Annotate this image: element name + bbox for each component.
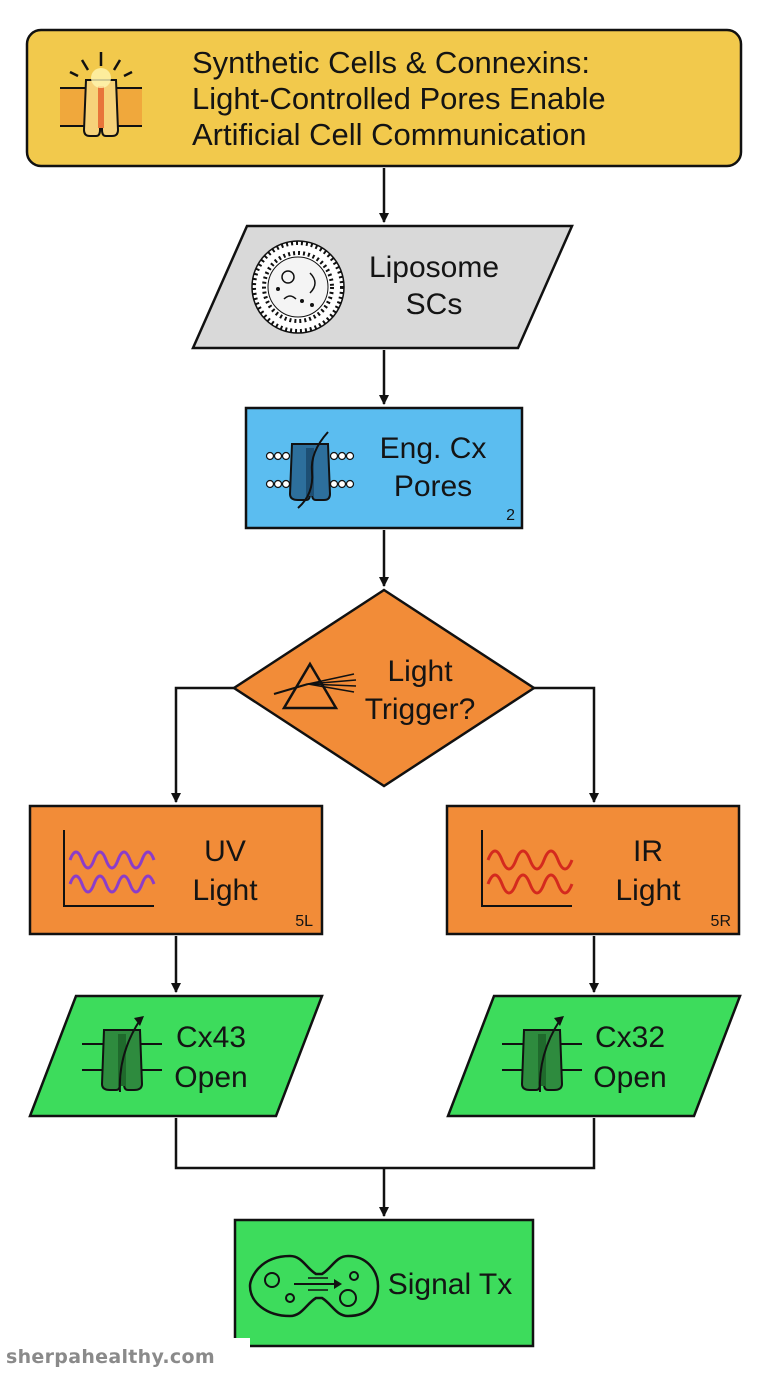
light-trigger-line-1: Light	[387, 655, 453, 688]
engcx-line-1: Eng. Cx	[380, 432, 487, 465]
ir-wave-icon	[481, 830, 574, 907]
cx32-open-shape	[446, 994, 742, 1118]
merge-line	[174, 1118, 596, 1170]
liposome-line-1: Liposome	[369, 251, 499, 284]
uv-wave-1	[68, 850, 156, 870]
cell-coupling-icon	[248, 1254, 380, 1318]
uv-light-line-2: Light	[192, 874, 258, 907]
uv-wave-icon	[63, 830, 156, 907]
engcx-box	[244, 406, 524, 530]
cx32-open-line-1: Cx32	[595, 1021, 665, 1054]
liposome-line-2: SCs	[406, 288, 463, 321]
liposome-shape	[191, 224, 574, 350]
open-channel-icon	[502, 1016, 582, 1093]
title-line-1: Synthetic Cells & Connexins:	[192, 45, 590, 80]
cx43-open-line-1: Cx43	[176, 1021, 246, 1054]
signal-tx-node: Signal Tx	[233, 1218, 535, 1348]
ir-light-box	[445, 804, 741, 936]
engcx-tag: 2	[506, 507, 515, 524]
ir-light-node: IR Light 5R	[445, 804, 741, 936]
uv-wave-2	[68, 874, 156, 894]
engcx-line-2: Pores	[394, 470, 472, 503]
title-node: Synthetic Cells & Connexins: Light-Contr…	[25, 28, 743, 168]
ir-light-line-2: Light	[615, 874, 681, 907]
title-box	[25, 28, 743, 168]
cx32-open-line-2: Open	[593, 1061, 666, 1094]
membrane-pore-icon	[265, 431, 355, 509]
arrow-decision-to-ir	[534, 686, 599, 803]
watermark: sherpahealthy.com	[0, 1338, 250, 1376]
uv-light-node: UV Light 5L	[28, 804, 324, 936]
arrow-decision-to-uv	[171, 686, 234, 803]
cx43-open-line-2: Open	[174, 1061, 247, 1094]
connectors	[171, 168, 599, 1217]
uv-light-box	[28, 804, 324, 936]
uv-light-tag: 5L	[295, 913, 313, 930]
signal-tx-label: Signal Tx	[388, 1268, 513, 1301]
title-line-2: Light-Controlled Pores Enable	[192, 81, 606, 116]
prism-icon	[273, 661, 357, 710]
light-trigger-diamond	[231, 588, 537, 788]
light-gated-pore-icon	[60, 52, 142, 137]
cx43-open-node: Cx43 Open	[28, 994, 324, 1118]
light-trigger-node: Light Trigger?	[231, 588, 537, 788]
uv-light-line-1: UV	[204, 835, 246, 868]
title-line-3: Artificial Cell Communication	[192, 117, 587, 152]
cx32-open-node: Cx32 Open	[446, 994, 742, 1118]
liposome-icon	[251, 240, 345, 334]
engcx-node: Eng. Cx Pores 2	[244, 406, 524, 530]
ir-light-tag: 5R	[711, 913, 731, 930]
ir-wave-1	[486, 849, 574, 871]
liposome-node: Liposome SCs	[191, 224, 574, 350]
ir-light-line-1: IR	[633, 835, 663, 868]
ir-wave-2	[486, 873, 574, 895]
light-trigger-line-2: Trigger?	[365, 693, 476, 726]
open-channel-icon	[82, 1016, 162, 1093]
cx43-open-shape	[28, 994, 324, 1118]
